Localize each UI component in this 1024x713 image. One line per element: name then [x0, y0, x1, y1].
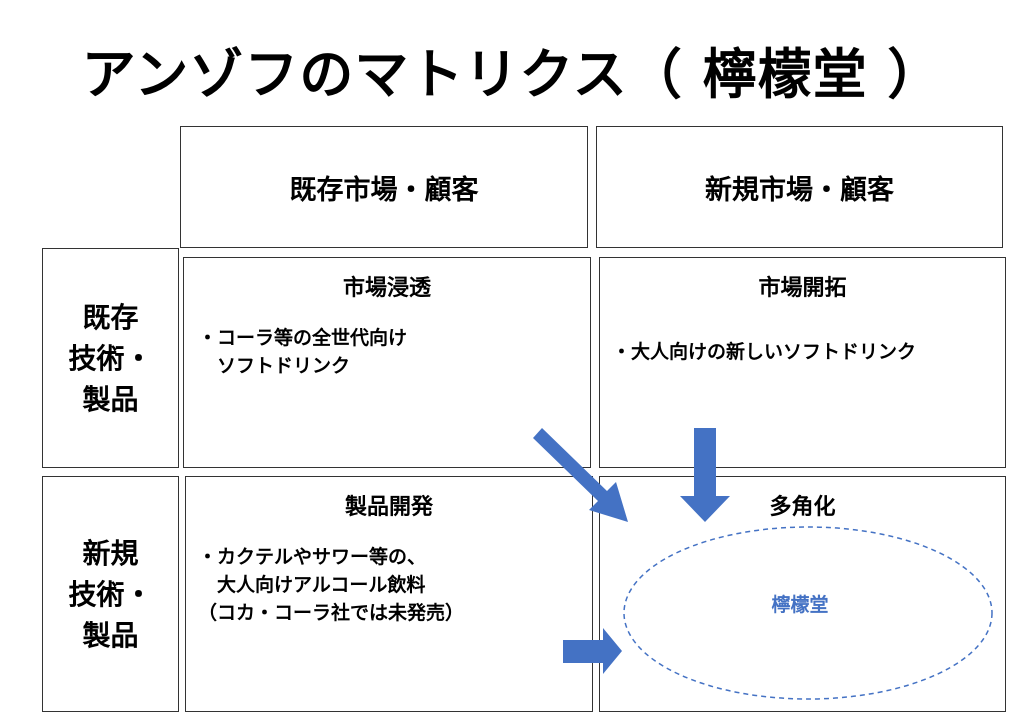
cell-market-development: 市場開拓 ・大人向けの新しいソフトドリンク	[599, 257, 1006, 468]
row-header-existing-product: 既存 技術・ 製品	[42, 248, 179, 468]
column-header-new-market: 新規市場・顧客	[596, 126, 1003, 248]
arrow-diagonal	[533, 428, 628, 522]
cell-title: 製品開発	[344, 495, 433, 520]
cell-product-development: 製品開発 ・カクテルやサワー等の、 大人向けアルコール飲料 （コカ・コーラ社では…	[185, 476, 593, 712]
diversification-ellipse	[623, 526, 993, 700]
cell-text: ・カクテルやサワー等の、 大人向けアルコール飲料 （コカ・コーラ社では未発売）	[198, 546, 465, 624]
row-header-new-product: 新規 技術・ 製品	[42, 476, 179, 712]
cell-text: ・コーラ等の全世代向け ソフトドリンク	[198, 327, 408, 377]
page-title: アンゾフのマトリクス（ 檸檬堂 ）	[81, 43, 943, 106]
column-header-existing-market: 既存市場・顧客	[180, 126, 588, 248]
cell-market-penetration: 市場浸透 ・コーラ等の全世代向け ソフトドリンク	[183, 257, 591, 468]
arrow-right	[563, 628, 622, 674]
cell-text: ・大人向けの新しいソフトドリンク	[612, 341, 917, 363]
diversification-highlight: 檸檬堂	[771, 594, 829, 616]
cell-title: 市場開拓	[758, 276, 847, 301]
cell-diversification: 多角化	[599, 476, 1006, 712]
cell-title: 市場浸透	[342, 276, 431, 301]
cell-title: 多角化	[769, 495, 836, 520]
arrow-down	[680, 428, 730, 522]
